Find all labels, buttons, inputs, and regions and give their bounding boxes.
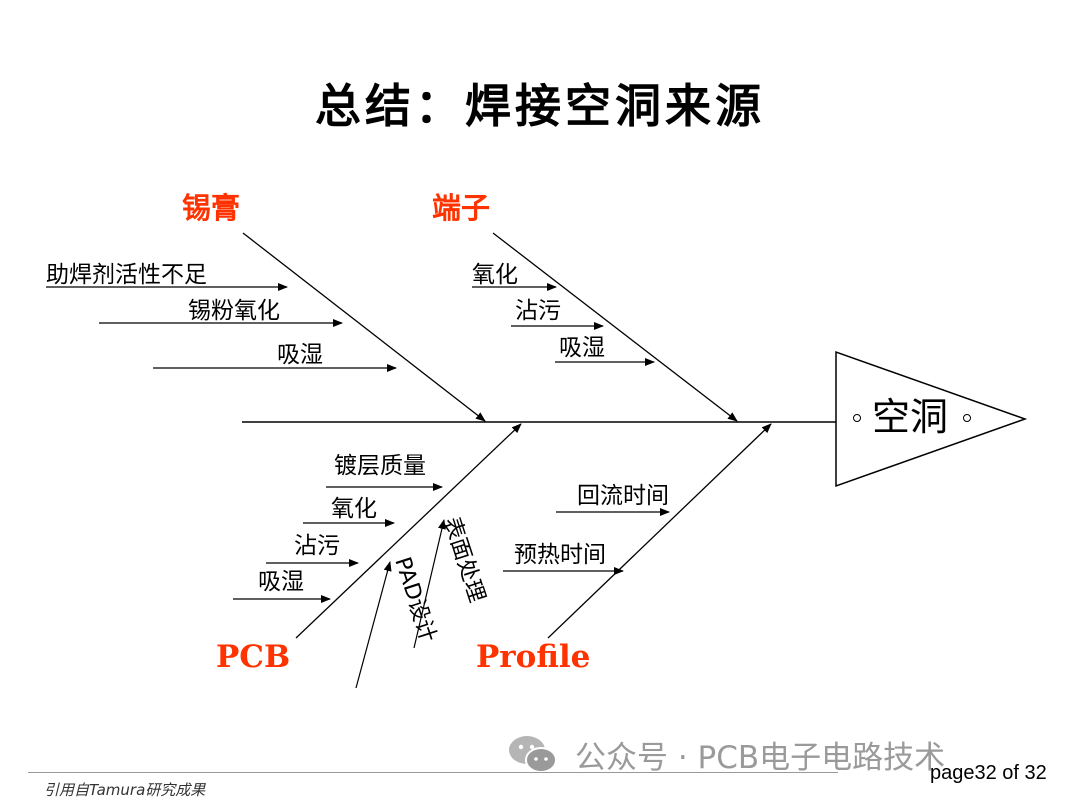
cause-solder-paste-1: 助焊剂活性不足 bbox=[46, 262, 207, 288]
arrow-pcb-surface bbox=[413, 519, 446, 649]
effect-head bbox=[835, 350, 1028, 488]
category-solder-paste: 锡膏 bbox=[182, 191, 240, 225]
cause-pcb-3: 沾污 bbox=[294, 533, 340, 559]
page-number: page32 of 32 bbox=[930, 762, 1047, 784]
bone-solder-paste bbox=[242, 232, 486, 422]
category-profile: Profile bbox=[476, 639, 590, 675]
category-pcb: PCB bbox=[216, 639, 290, 675]
cause-solder-paste-2: 锡粉氧化 bbox=[188, 298, 280, 324]
cause-pcb-4: 吸湿 bbox=[258, 569, 304, 595]
cause-solder-paste-3: 吸湿 bbox=[277, 342, 323, 368]
cause-profile-1: 回流时间 bbox=[577, 483, 669, 509]
cause-terminal-2: 沾污 bbox=[515, 298, 561, 324]
effect-dot-right bbox=[963, 414, 971, 422]
cause-terminal-3: 吸湿 bbox=[559, 335, 605, 361]
cause-terminal-1: 氧化 bbox=[472, 262, 518, 288]
bone-terminal bbox=[492, 232, 738, 422]
arrow-pcb-pad bbox=[355, 561, 392, 689]
watermark: 公众号 · PCB电子电路技术 bbox=[505, 732, 945, 776]
cause-pcb-surface: 表面处理 bbox=[438, 514, 489, 605]
effect-dot-left bbox=[853, 414, 861, 422]
watermark-text: 公众号 · PCB电子电路技术 bbox=[575, 739, 946, 776]
bone-profile bbox=[547, 423, 772, 639]
cause-pcb-1: 镀层质量 bbox=[334, 453, 426, 479]
cause-profile-2: 预热时间 bbox=[514, 542, 606, 568]
footer-source: 引用自Tamura研究成果 bbox=[44, 781, 206, 799]
effect-label: 空洞 bbox=[872, 395, 948, 439]
footer-divider bbox=[28, 772, 838, 773]
category-terminal: 端子 bbox=[432, 191, 490, 225]
page-title: 总结：焊接空洞来源 bbox=[315, 79, 765, 133]
bone-pcb bbox=[295, 423, 522, 639]
cause-pcb-2: 氧化 bbox=[331, 496, 377, 522]
wechat-logo-icon bbox=[509, 736, 557, 773]
